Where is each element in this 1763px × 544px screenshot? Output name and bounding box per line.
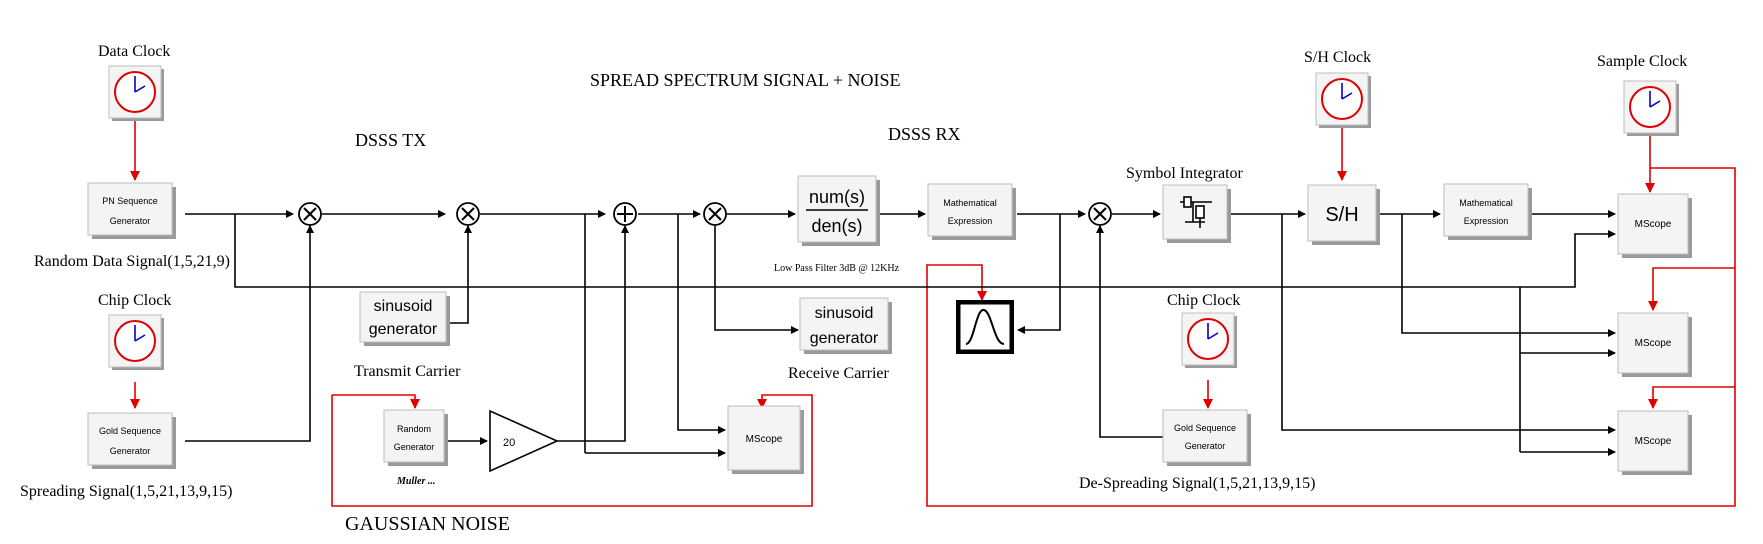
rand-line2: Generator (394, 442, 435, 452)
math-expression-2[interactable]: Mathematical Expression (1443, 183, 1533, 241)
pn-sequence-generator[interactable]: PN Sequence Generator (87, 182, 177, 240)
data-clock-label: Data Clock (98, 43, 170, 60)
sample-clock[interactable]: Sample Clock (1597, 53, 1687, 137)
multiplier-2[interactable] (456, 202, 480, 226)
spreading-caption: Spreading Signal(1,5,21,13,9,15) (20, 483, 232, 500)
sample-hold-block[interactable]: S/H (1307, 184, 1380, 245)
low-pass-filter-block[interactable]: num(s) den(s) (797, 175, 880, 246)
gold-rx-line1: Gold Sequence (1174, 423, 1236, 433)
despreading-caption: De-Spreading Signal(1,5,21,13,9,15) (1079, 475, 1315, 492)
scope-display[interactable] (956, 300, 1014, 354)
signal-wires (185, 210, 1616, 457)
noise-section-label: GAUSSIAN NOISE (345, 513, 510, 535)
math1-line1: Mathematical (943, 198, 997, 208)
sh-clock[interactable]: S/H Clock (1304, 49, 1372, 129)
gold-rx-line2: Generator (1185, 441, 1226, 451)
tf-denominator: den(s) (811, 216, 862, 236)
waveform-icon (965, 309, 1005, 345)
tx-section-label: DSSS TX (355, 130, 426, 150)
sin-rx-line2: generator (810, 330, 879, 347)
gold-tx-line1: Gold Sequence (99, 426, 161, 436)
mscope-rx-1-label: MScope (1635, 219, 1672, 230)
diagram-title: SPREAD SPECTRUM SIGNAL + NOISE (590, 70, 901, 90)
adder[interactable] (613, 202, 637, 226)
chip-clock-rx[interactable]: Chip Clock (1167, 292, 1240, 369)
gold-sequence-generator-rx[interactable]: Gold Sequence Generator (1162, 409, 1252, 467)
random-generator-caption: Muller ... (396, 476, 435, 487)
sin-tx-line1: sinusoid (374, 298, 433, 315)
integrator-icon (1180, 196, 1212, 228)
gain-value: 20 (503, 437, 515, 449)
rand-line1: Random (397, 424, 431, 434)
lpf-caption: Low Pass Filter 3dB @ 12KHz (774, 263, 900, 274)
mscope-rx-3-label: MScope (1635, 436, 1672, 447)
mscope-tx-label: MScope (746, 434, 783, 445)
clock-wires (130, 120, 1736, 507)
rx-section-label: DSSS RX (888, 124, 961, 144)
clock-icon (1181, 312, 1238, 369)
sin-tx-line2: generator (369, 321, 438, 338)
transmit-carrier-caption: Transmit Carrier (354, 363, 461, 380)
mscope-rx-2-label: MScope (1635, 338, 1672, 349)
multiplier-1[interactable] (298, 202, 322, 226)
chip-clock[interactable]: Chip Clock (98, 292, 171, 371)
math-expression-1[interactable]: Mathematical Expression (927, 183, 1017, 241)
mscope-rx-1[interactable]: MScope (1617, 193, 1692, 258)
chip-clock-label: Chip Clock (98, 292, 171, 309)
sin-rx-line1: sinusoid (815, 305, 874, 322)
math2-line1: Mathematical (1459, 198, 1513, 208)
clock-icon (108, 314, 165, 371)
pn-line1: PN Sequence (102, 196, 158, 206)
math1-line2: Expression (948, 216, 993, 226)
sh-clock-label: S/H Clock (1304, 49, 1371, 66)
data-clock[interactable]: Data Clock (98, 43, 170, 122)
clock-icon (1315, 72, 1372, 129)
receive-carrier-caption: Receive Carrier (788, 365, 890, 382)
random-generator[interactable]: Random Generator (383, 409, 448, 466)
multiplier-4[interactable] (1088, 202, 1112, 226)
multiplier-3[interactable] (703, 202, 727, 226)
mscope-rx-3[interactable]: MScope (1617, 410, 1692, 475)
symbol-integrator-label: Symbol Integrator (1126, 165, 1244, 182)
clock-icon (1623, 80, 1680, 137)
sinusoid-generator-rx[interactable]: sinusoid generator (799, 297, 892, 354)
gold-sequence-generator-tx[interactable]: Gold Sequence Generator (87, 412, 177, 470)
clock-icon (108, 65, 165, 122)
sample-clock-label: Sample Clock (1597, 53, 1687, 70)
pn-line2: Generator (110, 216, 151, 226)
math2-line2: Expression (1464, 216, 1509, 226)
symbol-integrator[interactable] (1162, 184, 1231, 243)
gold-tx-line2: Generator (110, 446, 151, 456)
mscope-tx[interactable]: MScope (727, 405, 804, 474)
gain-block[interactable]: 20 (489, 409, 559, 473)
chip-clock-rx-label: Chip Clock (1167, 292, 1240, 309)
sinusoid-generator-tx[interactable]: sinusoid generator (359, 291, 450, 346)
sh-label: S/H (1325, 204, 1358, 226)
tf-numerator: num(s) (809, 187, 865, 207)
mscope-rx-2[interactable]: MScope (1617, 312, 1692, 377)
random-data-caption: Random Data Signal(1,5,21,9) (34, 253, 230, 270)
